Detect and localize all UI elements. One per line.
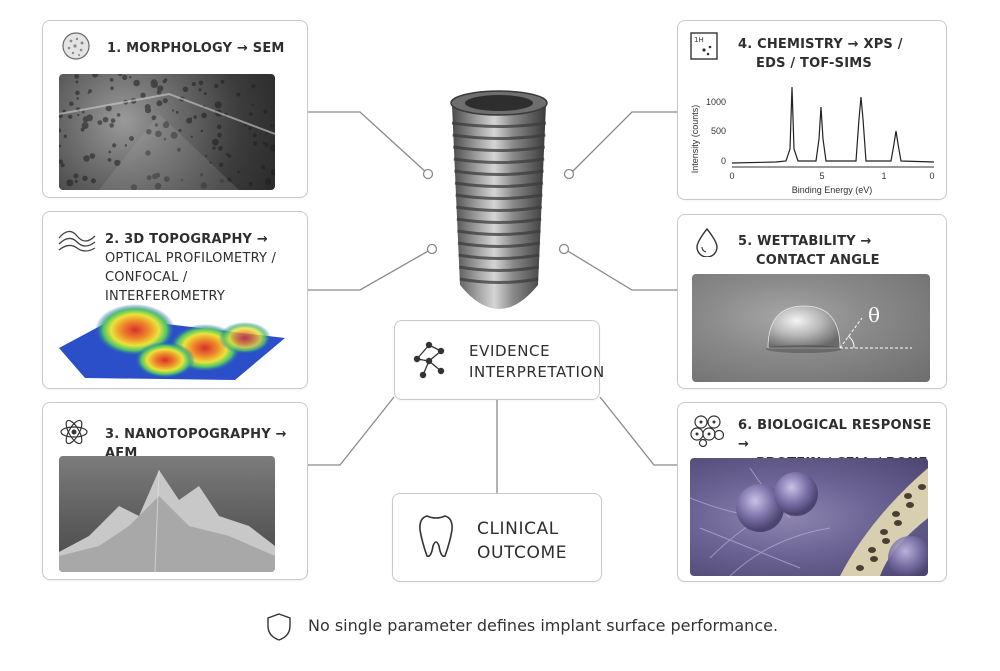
droplet-render: θ — [766, 303, 912, 353]
contact-angle-image: θ — [692, 274, 930, 382]
chart-xtick-1: 1 — [881, 171, 886, 181]
connector-bio — [599, 396, 677, 466]
footer-note: No single parameter defines implant surf… — [266, 610, 778, 642]
morphology-card: 1. MORPHOLOGY → SEM — [42, 20, 308, 198]
contact-angle-symbol: θ — [868, 303, 880, 327]
periodic-element-icon: 1H — [690, 32, 718, 60]
chemistry-title: 4. CHEMISTRY → XPS / EDS / TOF-SIMS — [738, 35, 903, 73]
chart-ytick-1000: 1000 — [706, 97, 726, 107]
clinical-title-line-2: OUTCOME — [477, 543, 568, 563]
shield-icon — [267, 613, 291, 641]
spectrum-line — [731, 86, 935, 164]
water-drop-icon — [696, 227, 718, 257]
sem-micrograph-image — [59, 74, 275, 190]
network-nodes-icon — [413, 341, 445, 379]
wettability-title-line-1: 5. WETTABILITY → — [738, 234, 872, 249]
topography-surface-map — [55, 278, 287, 382]
connector-chemistry — [569, 111, 677, 175]
tooth-icon — [419, 515, 453, 558]
node-chemistry — [563, 168, 575, 180]
chart-xtick-0-end: 0 — [929, 171, 934, 181]
node-wettability — [558, 243, 570, 255]
cells-icon — [690, 415, 724, 447]
node-topography — [426, 243, 438, 255]
clinical-title-line-1: CLINICAL — [477, 519, 559, 539]
topography-title: 2. 3D TOPOGRAPHY → OPTICAL PROFILOMETRY … — [105, 230, 307, 306]
morphology-title: 1. MORPHOLOGY → SEM — [107, 39, 285, 58]
atom-icon — [60, 419, 88, 445]
chart-y-axis-label: Intensity (counts) — [690, 105, 700, 174]
footer-note-text: No single parameter defines implant surf… — [308, 616, 779, 635]
element-symbol: 1H — [694, 36, 704, 44]
wave-lines-icon — [58, 230, 96, 252]
biological-card: 6. BIOLOGICAL RESPONSE → PROTEIN / CELL … — [677, 402, 947, 582]
chart-x-axis-label: Binding Energy (eV) — [792, 185, 873, 195]
topography-title-line-1: 2. 3D TOPOGRAPHY → — [105, 232, 268, 247]
node-morphology — [422, 168, 434, 180]
cell-bone-micrograph — [690, 458, 928, 576]
sem-texture — [59, 74, 275, 190]
xps-spectrum-chart: Intensity (counts) 1000 500 0 0 5 1 0 Bi… — [690, 86, 935, 195]
connector-wettability — [565, 249, 677, 291]
topography-3d-render — [59, 304, 285, 380]
chart-xtick-5: 5 — [819, 171, 824, 181]
dental-implant-image — [450, 90, 548, 309]
evidence-interpretation-card: EVIDENCE INTERPRETATION — [394, 320, 604, 400]
wettability-title-line-2: CONTACT ANGLE — [756, 253, 880, 268]
afm-3d-render — [59, 469, 275, 572]
sem-disc-icon — [62, 32, 90, 60]
chemistry-card: 1H 4. CHEMISTRY → XPS / EDS / TOF-SIMS I… — [677, 20, 947, 200]
connector-nano — [308, 396, 395, 466]
morphology-title-line: 1. MORPHOLOGY → SEM — [107, 41, 285, 56]
cell-render — [690, 467, 928, 576]
afm-surface-image — [59, 456, 275, 572]
evidence-title-line-2: INTERPRETATION — [469, 363, 605, 381]
nanotopography-card: 3. NANOTOPOGRAPHY → AFM — [42, 402, 308, 580]
topography-card: 2. 3D TOPOGRAPHY → OPTICAL PROFILOMETRY … — [42, 211, 308, 389]
chemistry-title-line-2: EDS / TOF-SIMS — [756, 56, 872, 71]
topography-title-line-3: CONFOCAL / INTERFEROMETRY — [105, 270, 226, 304]
chart-ytick-0: 0 — [721, 156, 726, 166]
chart-ytick-500: 500 — [711, 126, 726, 136]
wettability-card: 5. WETTABILITY → CONTACT ANGLE θ — [677, 214, 947, 389]
connector-topography — [308, 249, 431, 291]
chart-xtick-0: 0 — [729, 171, 734, 181]
evidence-title-line-1: EVIDENCE — [469, 342, 551, 360]
topography-title-line-2: OPTICAL PROFILOMETRY / — [105, 251, 277, 266]
wettability-title: 5. WETTABILITY → CONTACT ANGLE — [738, 232, 880, 270]
biological-title-line-1: 6. BIOLOGICAL RESPONSE → — [738, 418, 932, 452]
clinical-outcome-card: CLINICAL OUTCOME — [392, 493, 602, 582]
evidence-title: EVIDENCE INTERPRETATION — [469, 341, 605, 383]
chemistry-title-line-1: 4. CHEMISTRY → XPS / — [738, 37, 903, 52]
connector-morphology — [308, 111, 429, 175]
clinical-title: CLINICAL OUTCOME — [477, 517, 567, 565]
